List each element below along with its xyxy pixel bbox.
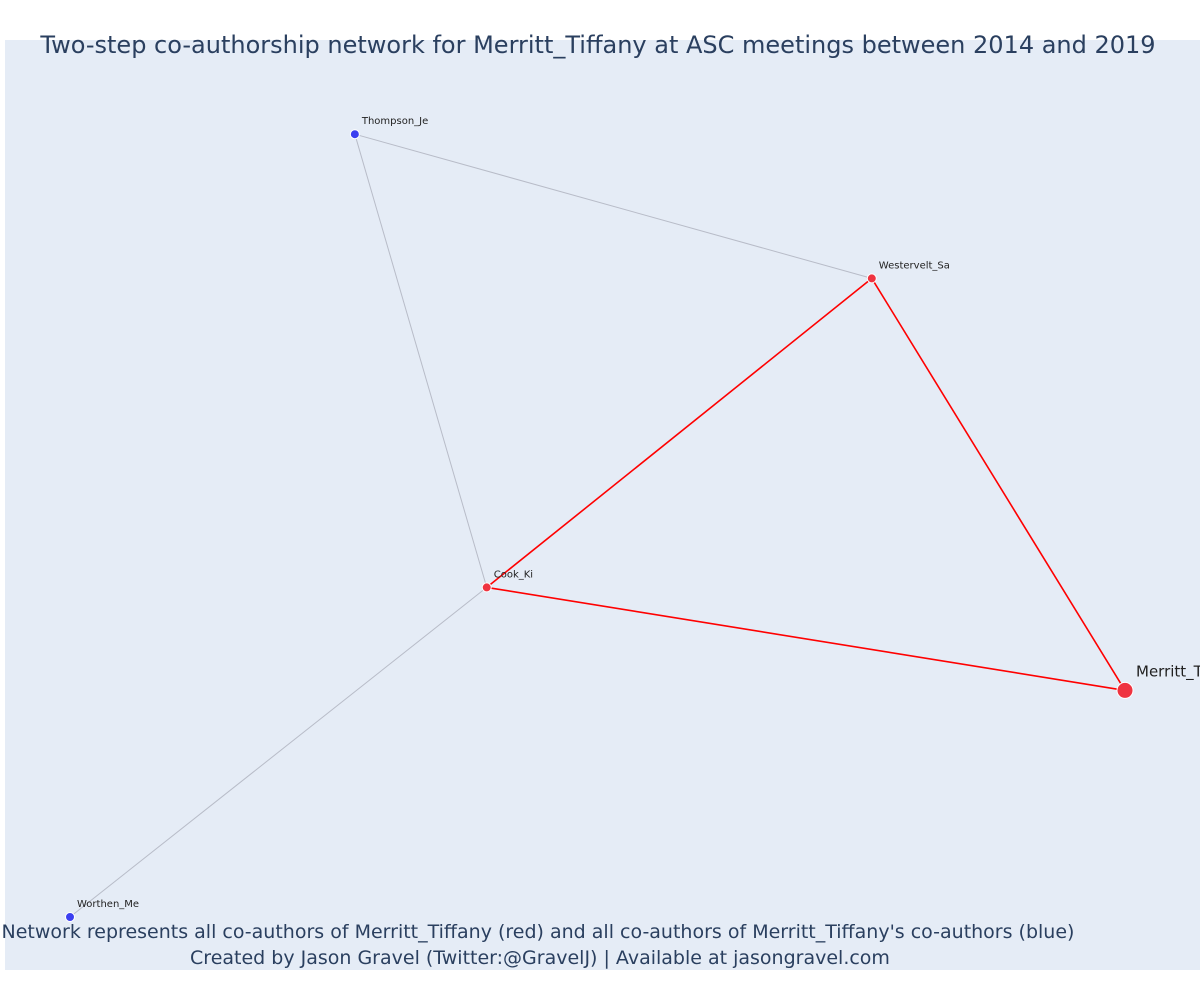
node-Cook_Ki[interactable] xyxy=(481,582,492,593)
edge-Thompson_Je-Cook_Ki xyxy=(354,134,488,588)
edge-Westervelt_Sa-Cook_Ki xyxy=(486,277,873,589)
edge-Thompson_Je-Westervelt_Sa xyxy=(354,133,872,279)
caption-line-2: Created by Jason Gravel (Twitter:@Gravel… xyxy=(190,947,890,969)
node-Westervelt_Sa[interactable] xyxy=(866,273,877,284)
node-label-Westervelt_Sa: Westervelt_Sa xyxy=(879,260,950,271)
node-label-Thompson_Je: Thompson_Je xyxy=(361,116,428,127)
edge-Merritt_Tiffany-Westervelt_Sa xyxy=(871,277,1126,691)
node-label-Worthen_Me: Worthen_Me xyxy=(77,899,139,910)
node-label-Cook_Ki: Cook_Ki xyxy=(494,569,533,580)
node-label-Merritt_Tiffany: Merritt_Tiffany xyxy=(1136,662,1200,681)
plot-background xyxy=(5,40,1200,970)
edge-layer xyxy=(69,133,1126,918)
node-Worthen_Me[interactable] xyxy=(65,912,75,922)
edge-Merritt_Tiffany-Cook_Ki xyxy=(486,586,1126,692)
node-Thompson_Je[interactable] xyxy=(349,129,360,140)
edge-Cook_Ki-Worthen_Me xyxy=(69,587,488,918)
node-Merritt_Tiffany[interactable] xyxy=(1116,681,1134,699)
chart-title: Two-step co-authorship network for Merri… xyxy=(39,31,1155,59)
node-layer xyxy=(65,129,1134,922)
caption-line-1: Network represents all co-authors of Mer… xyxy=(2,921,1075,943)
